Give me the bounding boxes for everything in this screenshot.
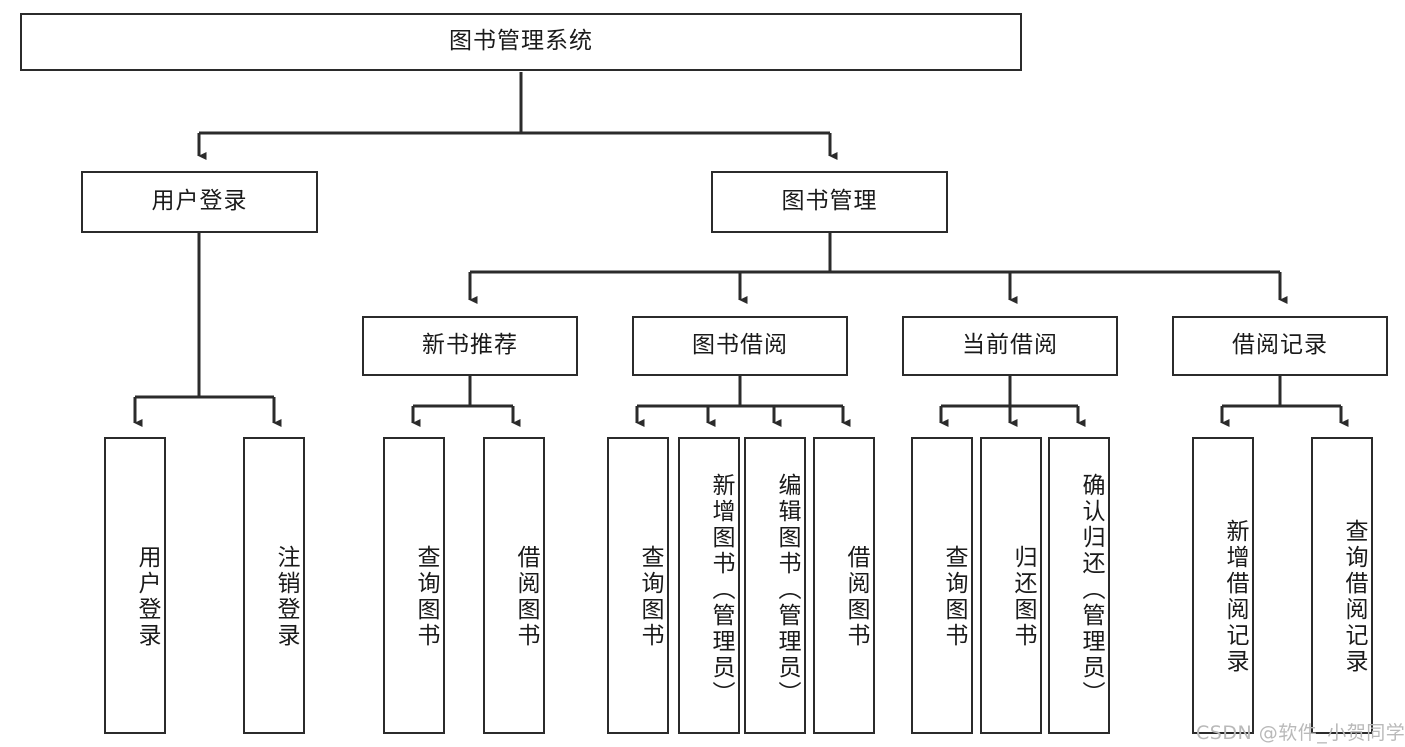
watermark: CSDN @软件_小贺同学 [1196, 722, 1405, 744]
node-borrow-record-label: 借阅记录 [1232, 332, 1328, 359]
node-leaf-user-logout-label: 注销登录 [273, 544, 299, 649]
node-current-borrow[interactable]: 当前借阅 [902, 316, 1118, 376]
node-book-borrow[interactable]: 图书借阅 [632, 316, 848, 376]
node-leaf-borrow-book-1[interactable]: 借阅图书 [483, 437, 545, 734]
node-book-manage[interactable]: 图书管理 [711, 171, 948, 233]
node-leaf-return-book-label: 归还图书 [1010, 544, 1036, 649]
node-current-borrow-label: 当前借阅 [962, 332, 1058, 359]
node-leaf-edit-book-label: 编辑图书（管理员） [774, 472, 800, 707]
node-leaf-borrow-book-2[interactable]: 借阅图书 [813, 437, 875, 734]
node-user-login-label: 用户登录 [151, 188, 248, 215]
node-leaf-user-logout[interactable]: 注销登录 [243, 437, 305, 734]
node-leaf-query-record[interactable]: 查询借阅记录 [1311, 437, 1373, 734]
node-leaf-confirm-return-label: 确认归还（管理员） [1078, 472, 1104, 707]
node-leaf-query-book-3[interactable]: 查询图书 [911, 437, 973, 734]
node-leaf-return-book[interactable]: 归还图书 [980, 437, 1042, 734]
node-leaf-query-book-1-label: 查询图书 [413, 544, 439, 649]
node-leaf-edit-book[interactable]: 编辑图书（管理员） [744, 437, 806, 734]
node-book-borrow-label: 图书借阅 [692, 332, 788, 359]
node-root-label: 图书管理系统 [449, 28, 593, 55]
node-leaf-confirm-return[interactable]: 确认归还（管理员） [1048, 437, 1110, 734]
node-book-manage-label: 图书管理 [781, 188, 878, 215]
node-leaf-borrow-book-2-label: 借阅图书 [843, 544, 869, 649]
node-leaf-user-login-label: 用户登录 [134, 544, 160, 649]
node-leaf-borrow-book-1-label: 借阅图书 [513, 544, 539, 649]
node-new-book-recommend[interactable]: 新书推荐 [362, 316, 578, 376]
node-leaf-query-book-2[interactable]: 查询图书 [607, 437, 669, 734]
node-leaf-add-record-label: 新增借阅记录 [1222, 518, 1248, 675]
node-leaf-add-record[interactable]: 新增借阅记录 [1192, 437, 1254, 734]
node-leaf-add-book[interactable]: 新增图书（管理员） [678, 437, 740, 734]
node-user-login[interactable]: 用户登录 [81, 171, 318, 233]
node-leaf-add-book-label: 新增图书（管理员） [708, 472, 734, 707]
node-root[interactable]: 图书管理系统 [20, 13, 1022, 71]
node-leaf-query-book-1[interactable]: 查询图书 [383, 437, 445, 734]
node-leaf-query-book-2-label: 查询图书 [637, 544, 663, 649]
node-borrow-record[interactable]: 借阅记录 [1172, 316, 1388, 376]
node-leaf-query-book-3-label: 查询图书 [941, 544, 967, 649]
node-leaf-query-record-label: 查询借阅记录 [1341, 518, 1367, 675]
node-leaf-user-login[interactable]: 用户登录 [104, 437, 166, 734]
node-new-book-recommend-label: 新书推荐 [422, 332, 518, 359]
